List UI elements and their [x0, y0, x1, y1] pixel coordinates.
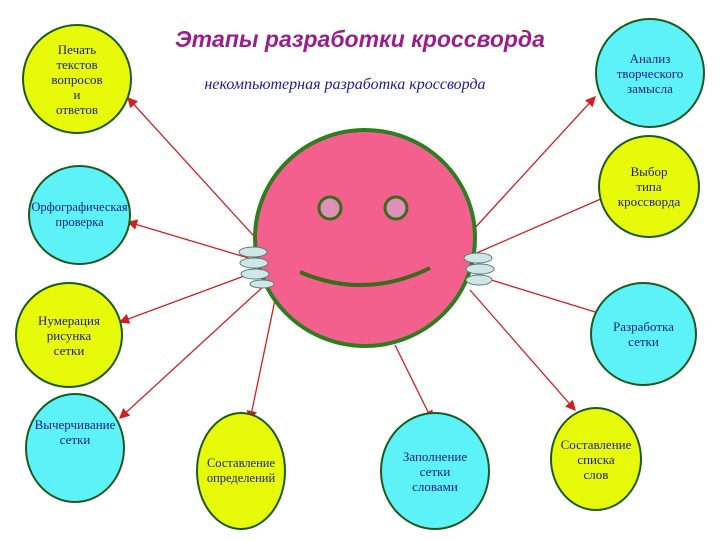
right-fingers — [463, 252, 495, 286]
bubble-spell-check: Орфографическая проверка — [28, 165, 131, 265]
page-title: Этапы разработки кроссворда — [175, 26, 545, 52]
bubble-filling: Заполнение сетки словами — [380, 412, 490, 530]
bubble-label: Орфографическая проверка — [31, 200, 128, 229]
bubble-word-list: Составление списка слов — [550, 407, 642, 511]
face-circle — [253, 128, 477, 348]
arrow-definitions — [246, 299, 276, 422]
bubble-label: Заполнение сетки словами — [402, 448, 468, 494]
arrow-filling — [394, 344, 433, 422]
arrow-type-choice — [471, 193, 612, 256]
left-fingers — [238, 246, 275, 289]
bubble-label: Выбор типа кроссворда — [617, 164, 681, 209]
arrow-numbering — [118, 271, 256, 324]
bubble-label: Составление определений — [206, 456, 276, 485]
arrow-grid-dev — [474, 274, 607, 318]
page-subtitle: некомпьютерная разработка кроссворда — [204, 76, 486, 93]
bubble-label: Разработка сетки — [613, 319, 674, 349]
bubble-label: Анализ творческого замысла — [616, 50, 684, 96]
arrow-word-list — [469, 289, 576, 411]
arrow-drawing — [119, 284, 266, 419]
arrow-print-texts — [127, 97, 263, 246]
left-eye-icon — [317, 195, 343, 221]
bubble-type-choice: Выбор типа кроссворда — [598, 135, 700, 238]
smile-mouth — [299, 266, 431, 287]
arrow-analysis — [461, 96, 596, 243]
bubble-label: Вычерчивание сетки — [34, 417, 116, 447]
bubble-label: Составление списка слов — [560, 436, 632, 482]
bubble-definitions: Составление определений — [196, 412, 286, 530]
bubble-analysis: Анализ творческого замысла — [595, 18, 705, 128]
bubble-drawing: Вычерчивание сетки — [25, 393, 125, 503]
bubble-label: Печать текстов вопросов и ответов — [51, 41, 103, 117]
bubble-label: Нумерация рисунка сетки — [38, 312, 100, 358]
bubble-print-texts: Печать текстов вопросов и ответов — [22, 24, 132, 134]
bubble-numbering: Нумерация рисунка сетки — [15, 282, 123, 388]
right-eye-icon — [383, 195, 409, 221]
bubble-grid-dev: Разработка сетки — [590, 282, 697, 386]
arrow-spell-check — [126, 219, 256, 261]
